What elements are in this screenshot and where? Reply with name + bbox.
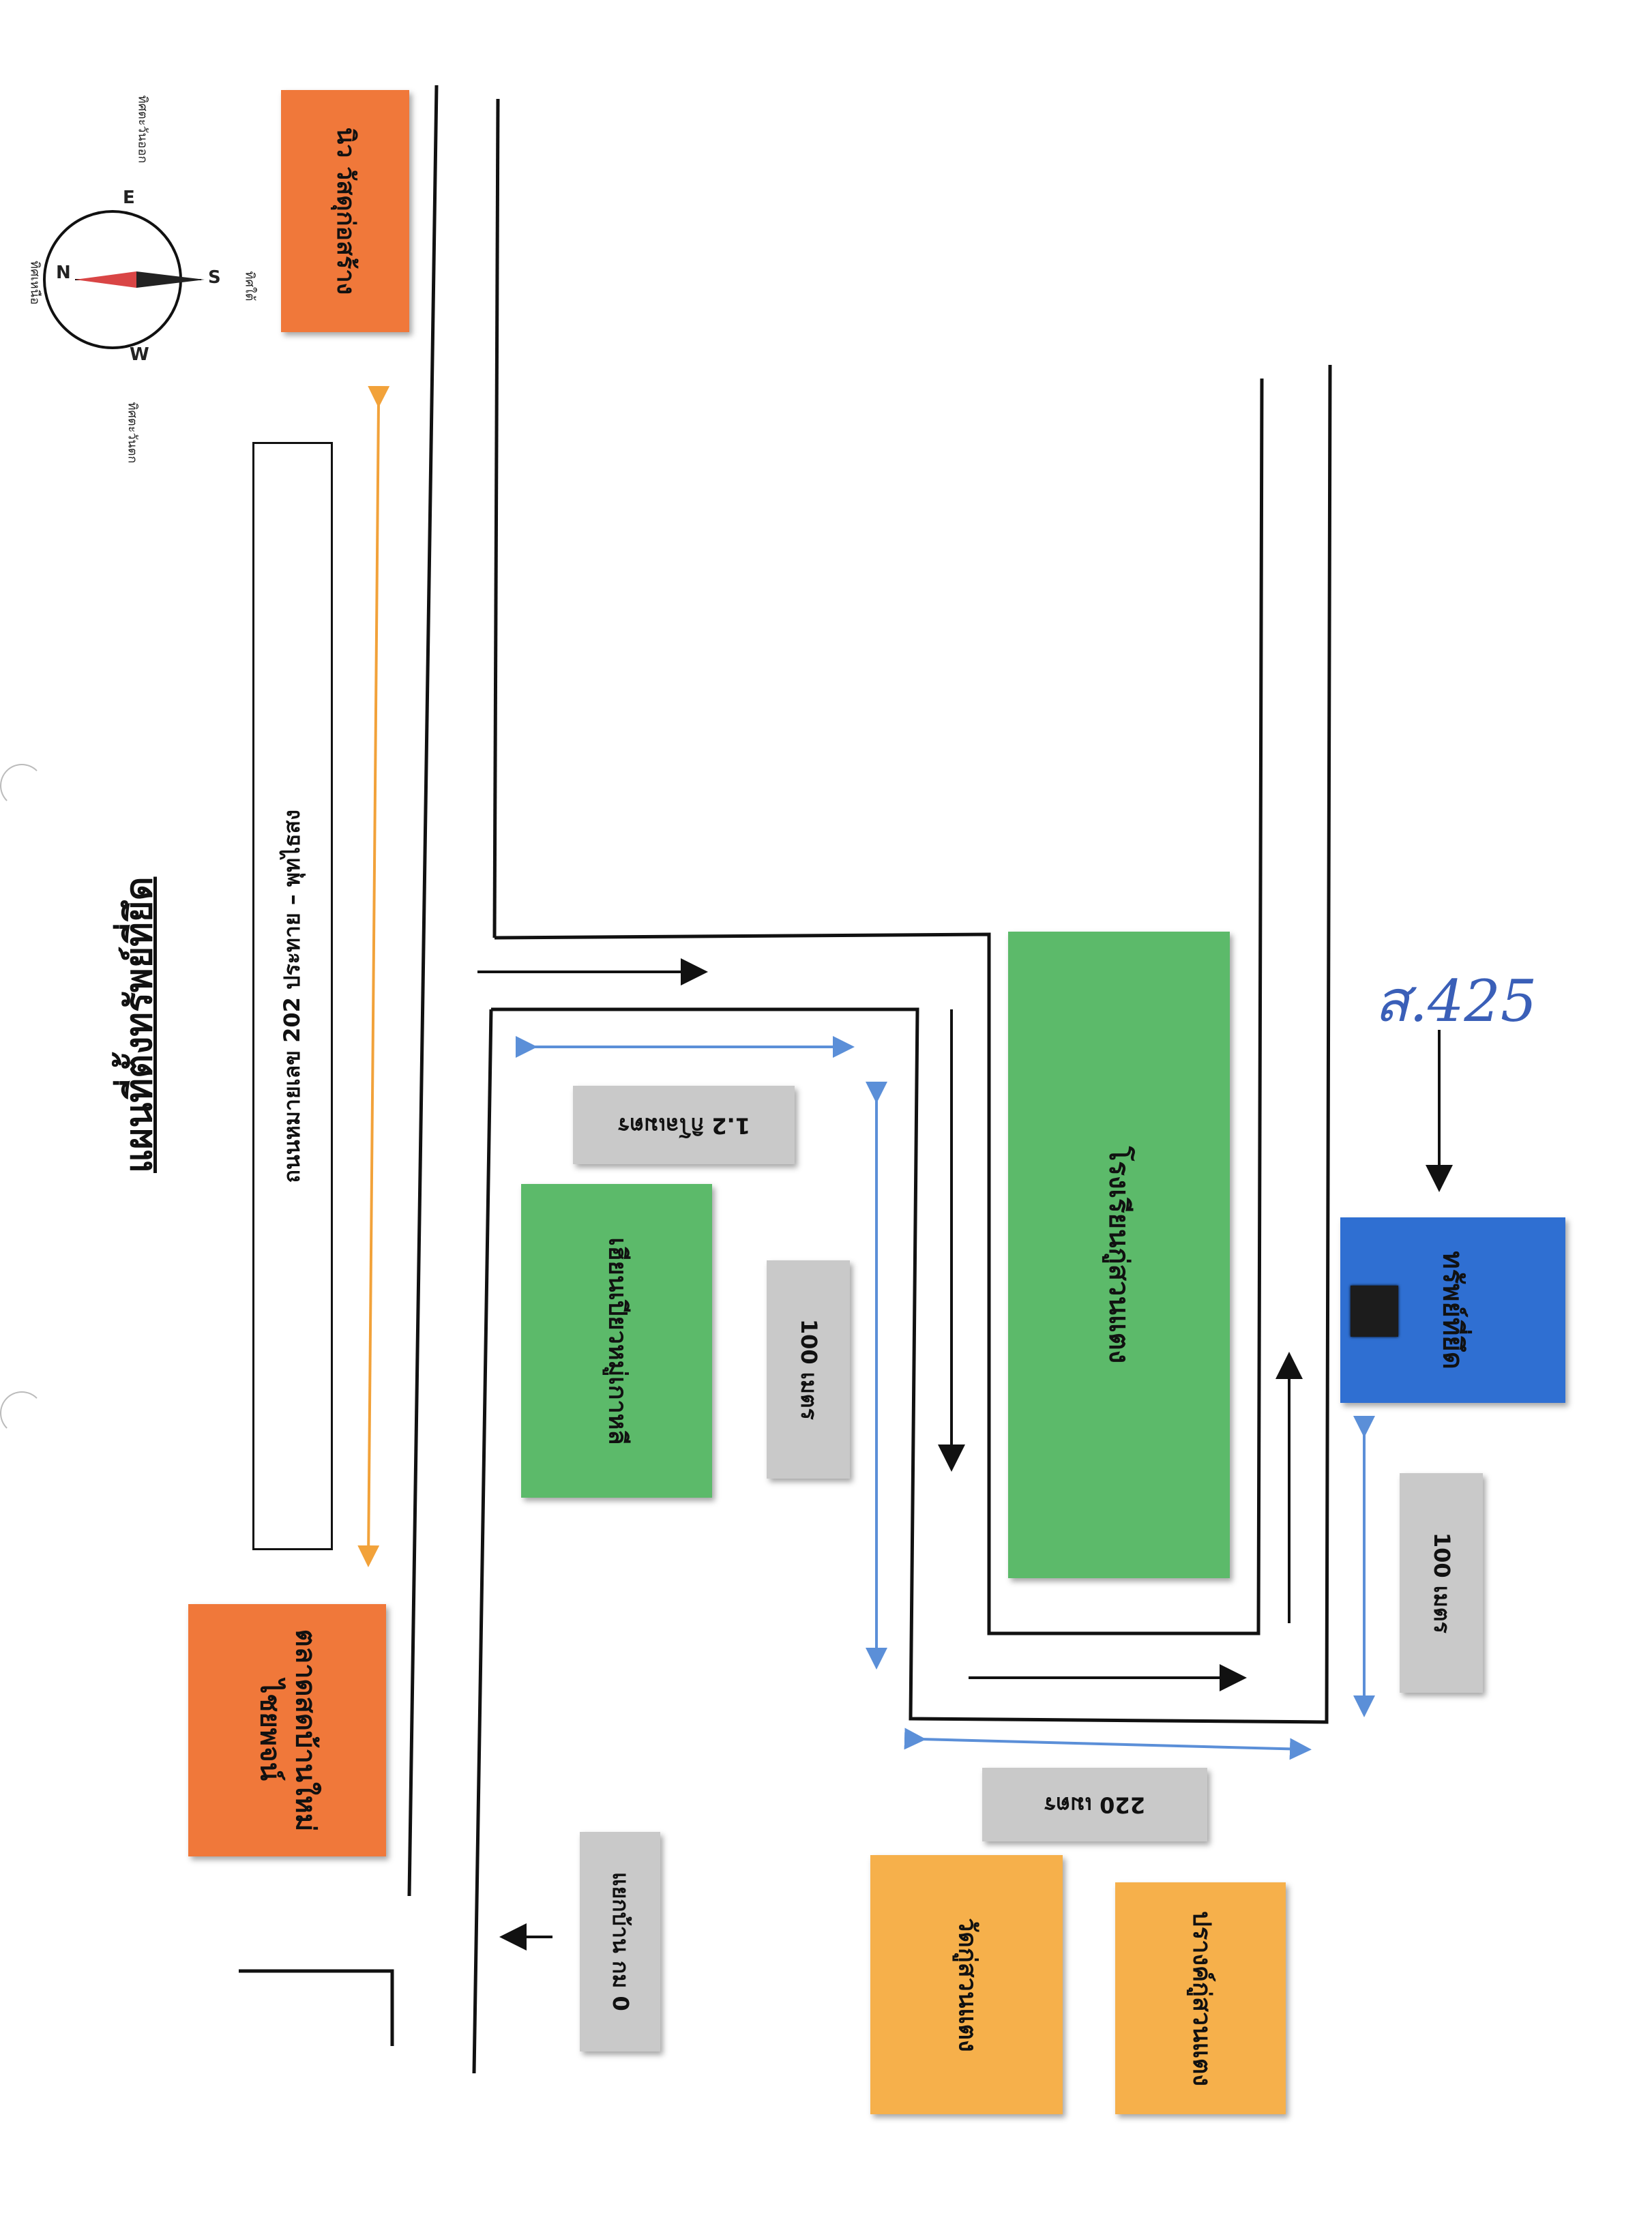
binder-hole-top — [0, 764, 44, 808]
distance-220m-label: 220 เมตร — [1044, 1792, 1145, 1818]
page-title: แผนที่ตั้งทรัพย์ที่ยึด — [117, 876, 160, 1173]
junction-km0-label: แยกบ้าน กม 0 — [607, 1872, 634, 2011]
compass-letter-w: W — [130, 344, 149, 365]
direction-arrows — [477, 958, 1453, 1951]
distance-1-2-km-label: 1.2 กิโลเมตร — [617, 1112, 750, 1139]
compass-letter-n: N — [56, 263, 71, 283]
landmark-nio-store: นิว วัสดุก่อสร้าง — [281, 90, 409, 332]
binder-hole-bottom — [0, 1391, 44, 1435]
handwritten-note: ส.425 — [1374, 968, 1537, 1035]
compass-letter-s: S — [208, 267, 221, 288]
distance-100m-a-label: 100 เมตร — [795, 1319, 822, 1420]
compass-north-label: ทิศเหนือ — [27, 261, 42, 305]
highway-lines — [239, 85, 500, 2074]
distance-220m: 220 เมตร — [982, 1768, 1207, 1841]
village-hall-label: เฮียนเปียวหมู่เกาหลี — [603, 1236, 632, 1445]
distance-100m-b-label: 100 เมตร — [1428, 1532, 1455, 1633]
compass-letter-e: E — [123, 188, 135, 208]
distance-100m-b: 100 เมตร — [1400, 1473, 1483, 1693]
road-name-label: ถนนหมายเลข 202 ประทาย – พุทไธสง — [279, 809, 306, 1183]
distance-arrows — [357, 385, 1375, 1760]
landmark-sanctuary: ปรางค์กู่สวนแตง — [1115, 1882, 1286, 2114]
distance-100m-a: 100 เมตร — [767, 1260, 850, 1479]
school-label: โรงเรียนกู่สวนแตง — [1103, 1146, 1135, 1364]
side-road-lines — [491, 364, 1332, 1724]
compass-east-label: ทิศตะวันออก — [135, 95, 150, 164]
junction-km0: แยกบ้าน กม 0 — [580, 1832, 660, 2051]
market-label: ตลาดสดบ้านใหม่ ไชยพจน์ — [252, 1629, 323, 1832]
landmark-temple: วัดกู่สวนแตง — [870, 1855, 1063, 2114]
market-label-line1: ตลาดสดบ้านใหม่ — [289, 1629, 321, 1832]
landmark-market: ตลาดสดบ้านใหม่ ไชยพจน์ — [188, 1604, 386, 1856]
compass-west-label: ทิศตะวันตก — [125, 402, 140, 464]
distance-1-2-km: 1.2 กิโลเมตร — [573, 1086, 795, 1164]
landmark-village-hall: เฮียนเปียวหมู่เกาหลี — [521, 1184, 712, 1498]
temple-label: วัดกู่สวนแตง — [953, 1917, 982, 2052]
seized-property-label: ทรัพย์ที่ยึด — [1437, 1251, 1469, 1369]
road-name-box: ถนนหมายเลข 202 ประทาย – พุทไธสง — [252, 442, 333, 1550]
nio-store-label: นิว วัสดุก่อสร้าง — [331, 127, 360, 295]
compass-rose — [43, 210, 205, 349]
market-label-line2: ไชยพจน์ — [254, 1680, 285, 1781]
property-marker — [1351, 1286, 1398, 1337]
landmark-school: โรงเรียนกู่สวนแตง — [1008, 932, 1230, 1578]
sanctuary-label: ปรางค์กู่สวนแตง — [1187, 1910, 1215, 2086]
compass-south-label: ทิศใต้ — [242, 271, 257, 301]
